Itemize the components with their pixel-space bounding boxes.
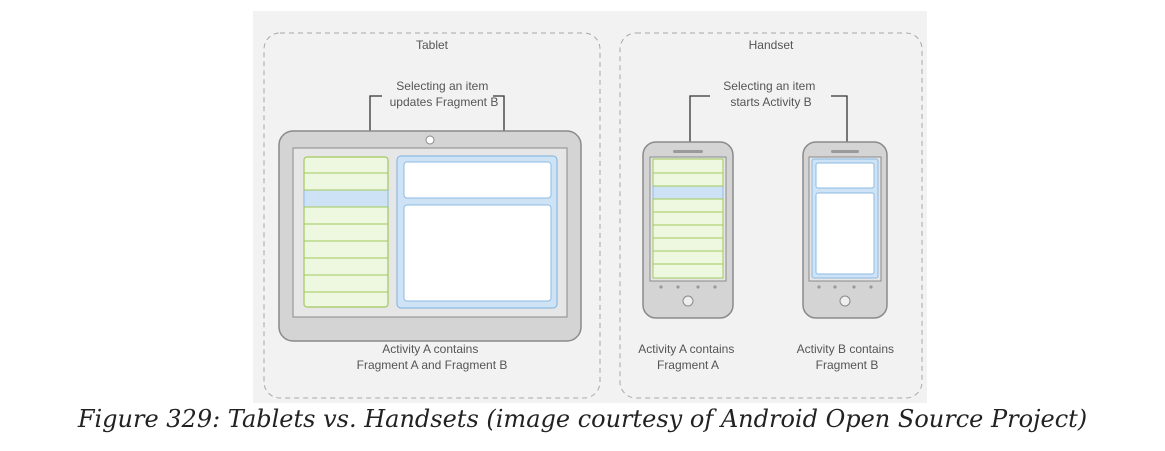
tablet-section-border bbox=[263, 32, 601, 399]
search-key-icon bbox=[713, 285, 717, 289]
handset-phone-b bbox=[802, 141, 888, 319]
tablet-annotation: Selecting an item updates Fragment B bbox=[390, 79, 499, 109]
handset-caption-left: Activity A contains Fragment A bbox=[638, 342, 737, 372]
phone-a-nav-keys bbox=[659, 285, 717, 289]
tablet-section-title: Tablet bbox=[416, 38, 449, 52]
phone-b-trackball bbox=[839, 295, 851, 307]
fragment-a-list-rows bbox=[304, 172, 388, 293]
tablet-caption-line-2: Fragment A and Fragment B bbox=[357, 358, 508, 372]
fragment-b-header-box bbox=[403, 161, 552, 199]
phone-a-list-rows bbox=[653, 172, 723, 265]
handset-caption-right-line-1: Activity B contains bbox=[797, 342, 894, 356]
fragment-b-content-box bbox=[403, 204, 552, 302]
phone-b-speaker bbox=[831, 150, 859, 153]
handset-section: Handset Selecting an item starts Activit… bbox=[619, 32, 923, 399]
tablet-annotation-line-2: updates Fragment B bbox=[390, 95, 499, 109]
handset-annotation-arrow bbox=[831, 95, 856, 161]
tablet-caption-line-1: Activity A contains bbox=[382, 342, 478, 356]
home-key-icon bbox=[852, 285, 856, 289]
figure-image: Tablet Selecting an item updates Fragmen… bbox=[253, 11, 927, 403]
handset-annotation-bracket-left bbox=[689, 95, 710, 158]
fragment-a-list-phone bbox=[652, 158, 724, 279]
handset-caption-right-line-2: Fragment B bbox=[816, 358, 879, 372]
handset-annotation: Selecting an item starts Activity B bbox=[723, 79, 818, 109]
figure-caption: Figure 329: Tablets vs. Handsets (image … bbox=[77, 405, 1088, 433]
handset-caption-left-line-1: Activity A contains bbox=[638, 342, 734, 356]
android-fragments-diagram: Tablet Selecting an item updates Fragmen… bbox=[263, 32, 923, 399]
phone-a-trackball bbox=[682, 295, 694, 307]
home-key-icon bbox=[696, 285, 700, 289]
back-key-icon bbox=[817, 285, 821, 289]
menu-key-icon bbox=[676, 285, 680, 289]
back-key-icon bbox=[659, 285, 663, 289]
handset-annotation-line-1: Selecting an item bbox=[723, 79, 815, 93]
fragment-a-selected-item bbox=[303, 189, 389, 208]
handset-caption-left-line-2: Fragment A bbox=[657, 358, 719, 372]
handset-annotation-line-2: starts Activity B bbox=[730, 95, 811, 109]
handset-section-title: Handset bbox=[749, 38, 794, 52]
tablet-device bbox=[278, 130, 582, 342]
phone-b-header-box bbox=[815, 162, 875, 189]
tablet-caption: Activity A contains Fragment A and Fragm… bbox=[357, 342, 508, 372]
phone-a-speaker bbox=[673, 150, 703, 153]
handset-section-border bbox=[619, 32, 923, 399]
phone-b-content-box bbox=[815, 192, 875, 275]
tablet-section: Tablet Selecting an item updates Fragmen… bbox=[263, 32, 601, 399]
tablet-camera bbox=[425, 135, 435, 145]
phone-b-nav-keys bbox=[817, 285, 873, 289]
handset-phone-a bbox=[642, 141, 734, 319]
fragment-a-panel bbox=[303, 156, 389, 308]
phone-a-selected-item bbox=[652, 185, 724, 200]
menu-key-icon bbox=[833, 285, 837, 289]
handset-caption-right: Activity B contains Fragment B bbox=[797, 342, 898, 372]
fragment-b-detail bbox=[396, 155, 558, 309]
fragment-a-list bbox=[303, 156, 389, 308]
search-key-icon bbox=[869, 285, 873, 289]
tablet-annotation-line-1: Selecting an item bbox=[396, 79, 488, 93]
